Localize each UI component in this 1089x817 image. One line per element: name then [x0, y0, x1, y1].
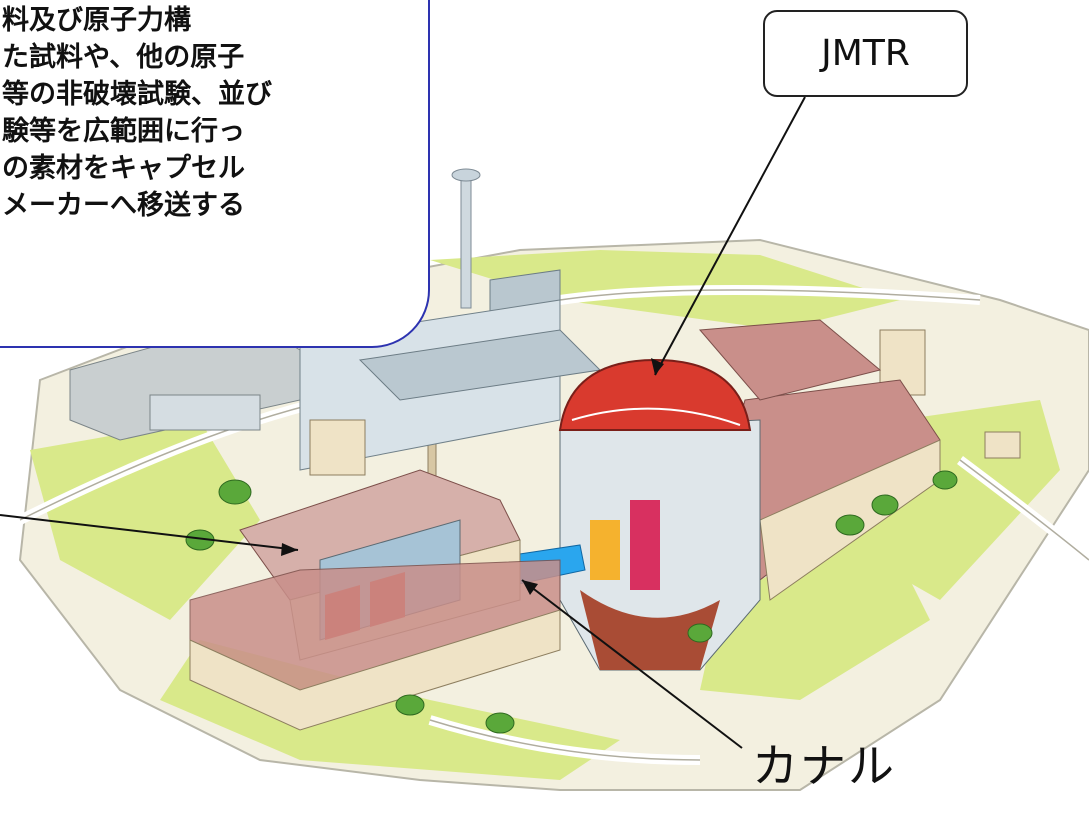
callout-line: 料及び原子力構: [2, 5, 191, 36]
lawn-center-right: [700, 520, 930, 700]
tiny-hut: [984, 431, 1021, 459]
rear-wing: [698, 319, 882, 401]
callout-line: 験等を広範囲に行っ: [2, 116, 245, 147]
callout-line: メーカーへ移送する: [2, 190, 245, 221]
callout-line: の素材をキャプセル: [2, 153, 245, 184]
small-building: [309, 419, 366, 476]
lawn-left: [30, 420, 260, 620]
callout-line: 等の非破壊試験、並び: [2, 79, 272, 110]
exhaust-stack: [460, 177, 472, 309]
jmtr-label: JMTR: [821, 33, 910, 74]
canal-arrowhead: [522, 580, 538, 595]
canal-label: カナル: [752, 739, 896, 793]
core-structure: [590, 520, 620, 580]
jmtr-label-box: JMTR: [763, 10, 968, 97]
jmtr-pointer-line: [654, 96, 806, 376]
core-vessel: [630, 500, 660, 590]
callout-line: た試料や、他の原子: [2, 42, 245, 73]
jmtr-arrowhead: [651, 358, 664, 375]
canal-pointer-line: [521, 579, 743, 749]
tank-array: [149, 394, 261, 431]
hotlab-arrowhead: [281, 543, 298, 556]
description-callout: 料及び原子力構 た試料や、他の原子 等の非破壊試験、並び 験等を広範囲に行っ の…: [0, 0, 430, 348]
lower-wing-front: [189, 609, 561, 731]
hotlab-pointer-line: [0, 514, 299, 551]
stack-top: [451, 168, 481, 182]
dome-cut-line: [571, 407, 741, 426]
trees: [185, 470, 958, 734]
road-edge: [19, 289, 1089, 761]
